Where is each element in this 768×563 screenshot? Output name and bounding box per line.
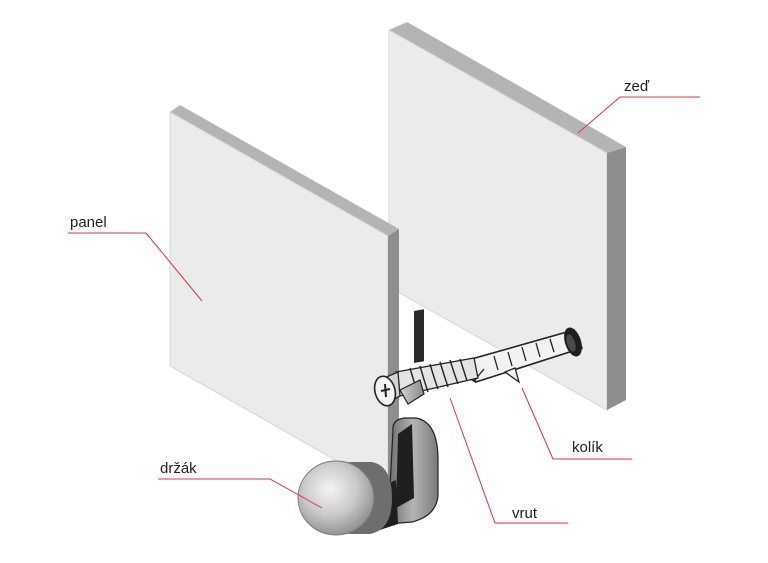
leader-line-screw [449,397,568,524]
label-holder: držák [160,460,197,477]
label-anchor: kolík [572,439,603,456]
label-wall: zeď [624,78,650,95]
label-screw: vrut [512,505,538,522]
holder-cap [297,460,375,536]
wall-top-edge [389,22,626,153]
label-panel: panel [70,214,107,231]
panel-top-edge [170,105,399,236]
wall-side-edge [607,147,626,410]
wall-illustration [388,22,626,411]
cross-slot-icon [380,383,391,398]
leader-line-anchor [521,387,632,460]
leader-line-wall [577,96,700,134]
leader-line-holder [158,478,323,509]
holder-illustration [297,309,439,536]
panel-illustration [169,105,399,491]
leader-line-panel [68,232,203,302]
